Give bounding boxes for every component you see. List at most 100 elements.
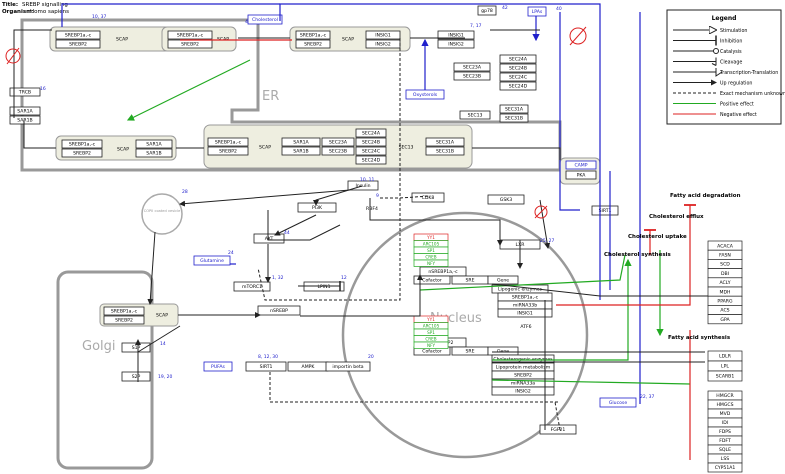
node-label: S1P — [132, 345, 141, 351]
node-sar1b: SAR1B — [9, 115, 41, 125]
node-srebp1ac: SREBP1a,-c — [55, 30, 101, 40]
cofactor-label: YY1 — [426, 235, 435, 240]
edge-vesicle-golgi — [147, 231, 156, 305]
node-label: miRNA33a — [511, 381, 535, 387]
node-sec31b: SEC31B — [425, 146, 465, 156]
node-sre: SRE — [451, 275, 489, 285]
node-label: SAR1A — [17, 109, 33, 115]
edge-negative-1 — [556, 204, 696, 306]
node-sec13: SEC13 — [399, 145, 414, 151]
node-label: Lipogenic enzymes — [498, 287, 543, 293]
legend-item: Exact mechanism unknown — [673, 91, 785, 97]
legend-item: Stimulation — [673, 28, 747, 34]
edge-copii-right — [472, 147, 561, 160]
legend-item: Positive effect — [673, 101, 754, 107]
node-label: SEC31B — [436, 149, 454, 155]
node-sar1b: SAR1B — [281, 146, 321, 156]
gene-label: CYP51A1 — [715, 465, 736, 471]
gene-label: FASN — [719, 253, 731, 259]
edge-dashed-4 — [380, 195, 431, 199]
node-label: SAR1B — [17, 118, 32, 124]
node-srebp1ac: SREBP1a,-c — [497, 292, 553, 302]
node-insig2: INSIG2 — [437, 39, 475, 49]
gene-label: LPL — [721, 364, 729, 370]
node-label: miRNA33b — [513, 303, 537, 309]
node-label: Oxysterols — [413, 92, 438, 98]
node-label: ATF6 — [520, 324, 531, 330]
effect-fa-synthesis: Fatty acid synthesis — [668, 335, 731, 341]
golgi-label: Golgi — [82, 339, 116, 354]
edge-positive-3 — [492, 258, 632, 361]
node-label: SCAP — [116, 37, 128, 43]
node-sec24a: SEC24A — [355, 128, 387, 138]
legend-label: Positive effect — [720, 101, 754, 107]
edge-positive-4 — [491, 379, 691, 385]
node-importin-beta: importin beta — [325, 361, 371, 372]
edge-dashed-2 — [269, 372, 560, 403]
edge-s1p — [137, 325, 181, 353]
ref-6: 16 — [40, 86, 46, 92]
node-scap: SCAP — [116, 37, 128, 43]
node-scap: SCAP — [156, 313, 168, 319]
organism: Homo sapiens — [30, 9, 69, 15]
node-label: SREBP1a,-c — [69, 142, 96, 148]
gene-label: ACS — [720, 308, 729, 314]
node-sec31a: SEC31A — [499, 104, 529, 114]
edge-nsrebp-nucleus — [300, 274, 423, 317]
node-label: S2P — [132, 374, 141, 380]
node-label: SEC31A — [436, 140, 455, 146]
node-label: SEC31A — [505, 107, 524, 113]
edge-cholesterol — [279, 3, 601, 300]
node-rbf4: RBF4 — [366, 206, 378, 212]
node-atf6: ATF6 — [520, 324, 531, 330]
node-label: FGF21 — [551, 427, 566, 433]
node-label: SREBP1a,-c — [65, 33, 92, 39]
ref-12: 14 — [160, 341, 166, 347]
node-srebp2: SREBP2 — [295, 39, 331, 49]
legend-label: Stimulation — [720, 28, 747, 34]
effect-chol-uptake: Cholesterol uptake — [628, 234, 687, 240]
ref-5: 7, 17 — [470, 23, 482, 29]
node-srebp2: SREBP2 — [103, 315, 145, 325]
node-sec31b: SEC31B — [499, 113, 529, 123]
node-srebp1ac: SREBP1a,-c — [167, 30, 213, 40]
legend-item: Transcription-Translation — [673, 68, 778, 77]
node-label: SIRT1 — [260, 364, 273, 370]
copii-label: COPII coated vesicle — [144, 209, 181, 213]
gene-label: PPARG — [717, 299, 733, 305]
node-srebp1ac: SREBP1a,-c — [61, 139, 103, 149]
ref-17: 19, 20 — [158, 374, 172, 380]
cofactor-label: ARC105 — [423, 242, 440, 247]
node-cholesterol: Cholesterol — [247, 14, 283, 25]
node-label: SREBP2 — [69, 42, 87, 48]
node-cofactor: Cofactor — [413, 275, 451, 285]
node-label: GSK3 — [500, 197, 512, 203]
node-label: SEC24D — [509, 84, 528, 90]
cofactor-label: YY1 — [426, 317, 435, 322]
ref-3: 42 — [502, 5, 508, 11]
node-sec24c: SEC24C — [355, 146, 387, 156]
node-label: SEC31B — [505, 116, 523, 122]
node-label: SREBP1a,-c — [215, 140, 242, 146]
node-label: Cofactor — [422, 278, 442, 284]
node-layer: SREBP1a,-cSREBP2SCAPSREBP1a,-cSREBP2SCAP… — [9, 5, 637, 435]
node-label: SREBP1a,-c — [177, 33, 204, 39]
legend-label: Negative effect — [720, 112, 757, 118]
node-sec23b: SEC23B — [453, 71, 491, 81]
complex-copii — [203, 124, 473, 169]
edge-cholesterol-scap — [61, 3, 280, 27]
legend-label: Catalysis — [720, 49, 742, 55]
node-scap: SCAP — [342, 37, 354, 43]
edge-dashed-1 — [257, 38, 401, 301]
legend-item: Up regulation — [673, 79, 752, 86]
ref-11: 12 — [341, 275, 347, 281]
node-label: SAR1B — [293, 149, 308, 155]
node-nsrebp1ac: nSREBP1a,-c — [419, 266, 467, 277]
node-scap: SCAP — [117, 147, 129, 153]
node-label: SRE — [465, 278, 474, 284]
node-label: PUFAs — [211, 364, 225, 370]
legend: Legend StimulationInhibitionCatalysisCle… — [666, 9, 785, 125]
node-label: SEC23A — [329, 140, 348, 146]
